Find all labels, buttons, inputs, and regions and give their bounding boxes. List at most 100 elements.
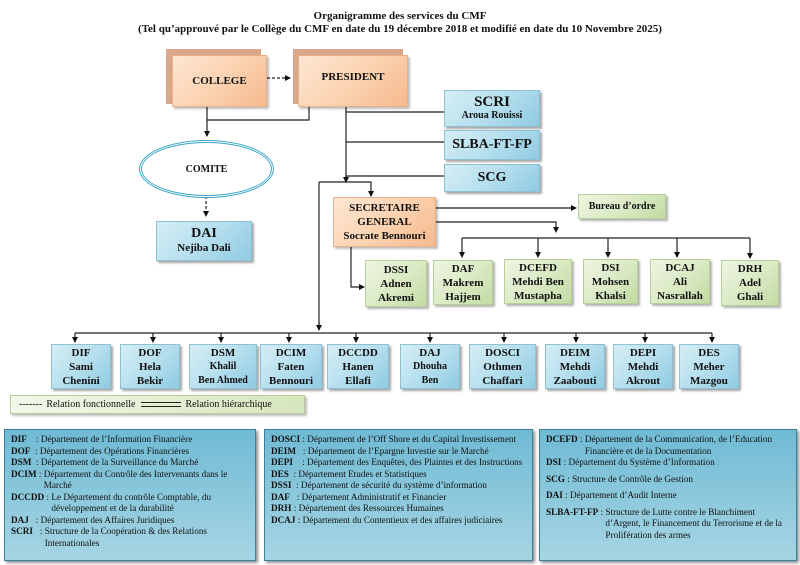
unit-name-1: Mehdi Ben — [512, 275, 564, 288]
dept-name-2: Chaffari — [482, 374, 523, 387]
abbr-value: Département Etudes et Statistiques — [298, 468, 427, 479]
department-dif[interactable]: DIF Sami Chenini — [51, 344, 111, 389]
abbr-value: Département de sécurité du système d’inf… — [300, 480, 487, 490]
abbr-value: Département des Opérations Financières — [39, 445, 190, 456]
department-dsm[interactable]: DSM Khalil Ben Ahmed — [189, 344, 257, 389]
department-dcim[interactable]: DCIM Faten Bennouri — [260, 344, 322, 389]
dept-name-2: Ben — [421, 374, 439, 386]
comite-label: COMITE — [185, 163, 228, 175]
dept-name-1: Dhouha — [413, 360, 447, 372]
dai-code: DAI — [191, 226, 217, 241]
abbreviations-box-1: DIF : Département de l’Information Finan… — [4, 429, 256, 561]
abbr-value: Département des Enquêtes, des Plaintes e… — [307, 457, 523, 467]
sg-unit-dssi[interactable]: DSSI Adnen Akremi — [365, 260, 427, 307]
functional-relation-label: Relation fonctionnelle — [46, 399, 136, 410]
unit-name-2: Nasrallah — [657, 289, 703, 302]
department-des[interactable]: DES Meher Mazgou — [679, 344, 739, 389]
department-dof[interactable]: DOF Hela Bekir — [120, 344, 180, 389]
dept-code: DAJ — [419, 346, 441, 359]
abbr-key: SCG — [546, 473, 565, 484]
sg-line1: SECRETAIRE — [349, 202, 420, 214]
unit-name-1: Ali — [672, 275, 688, 288]
abbr-key: DAJ — [11, 514, 29, 525]
abbr-key: DOF — [11, 445, 31, 456]
abbr-key: DCEFD — [546, 434, 578, 444]
unit-code: DSI — [601, 261, 620, 274]
chart-subtitle: (Tel qu’approuvé par le Collège du CMF e… — [138, 23, 662, 35]
sg-unit-dcaj[interactable]: DCAJ Ali Nasrallah — [650, 259, 710, 304]
abbr-value: Département de la Surveillance du Marché — [40, 457, 199, 467]
abbr-key: DAF — [271, 491, 290, 502]
department-dosci[interactable]: DOSCI Othmen Chaffari — [469, 344, 536, 389]
abbr-value: Département Administratif et Financier — [301, 491, 447, 502]
abbr-key: DCAJ — [271, 514, 296, 525]
president-box[interactable]: PRESIDENT — [298, 55, 408, 107]
relation-legend: ------- Relation fonctionnelle Relation … — [10, 395, 305, 414]
abbr-value: Département de l’Epargne Investie sur le… — [307, 445, 489, 456]
side-unit-scg[interactable]: SCG — [444, 164, 540, 192]
abbr-value: Département du Système d’Information — [568, 457, 715, 467]
dept-code: DIF — [71, 346, 91, 359]
abbr-value: Structure de Lutte contre le Blanchiment… — [605, 506, 782, 540]
dept-name-1: Mehdi — [559, 360, 591, 373]
side-unit-name: Aroua Rouissi — [461, 109, 523, 121]
abbr-key: DES — [271, 468, 289, 479]
dai-box[interactable]: DAI Nejiba Dali — [156, 221, 252, 261]
unit-name-2: Khalsi — [595, 289, 626, 302]
side-unit-code: SCRI — [474, 93, 510, 110]
department-dccdd[interactable]: DCCDD Hanen Ellafi — [327, 344, 389, 389]
sg-unit-daf[interactable]: DAF Makrem Hajjem — [433, 260, 493, 305]
dept-name-2: Mazgou — [690, 374, 728, 387]
abbr-value: Département du Contrôle des Intervenants… — [43, 468, 228, 491]
abbr-key: DSSI — [271, 480, 292, 490]
side-unit-scri[interactable]: SCRI Aroua Rouissi — [444, 90, 540, 127]
sg-unit-drh[interactable]: DRH Adel Ghali — [721, 260, 779, 306]
dept-code: DCCDD — [338, 346, 378, 359]
dept-name-1: Faten — [277, 360, 305, 373]
bureau-ordre-box[interactable]: Bureau d’ordre — [578, 194, 666, 219]
president-label: PRESIDENT — [321, 71, 385, 83]
dept-code: DOSCI — [485, 346, 520, 359]
abbr-value: Département d’Audit Interne — [570, 490, 677, 500]
abbr-key: DRH — [271, 503, 292, 513]
department-deim[interactable]: DEIM Mehdi Zaabouti — [545, 344, 605, 389]
dept-name-1: Khalil — [209, 360, 237, 372]
unit-name-1: Adel — [739, 277, 761, 289]
president-comite-link — [207, 106, 310, 121]
dept-name-1: Meher — [693, 360, 725, 373]
abbr-key: DEPI — [271, 457, 293, 467]
abbr-value: Le Département du contrôle Comptable, du… — [51, 491, 212, 514]
abbreviations-box-2: DOSCI : Département de l’Off Shore et du… — [264, 429, 533, 561]
abbr-key: DCIM — [11, 468, 37, 479]
comite-ellipse[interactable]: COMITE — [139, 140, 274, 198]
secretaire-general-box[interactable]: SECRETAIRE GENERAL Socrate Bennouri — [333, 197, 436, 247]
hierarchical-relation-label: Relation hiérarchique — [185, 399, 272, 410]
sg-unit-dcefd[interactable]: DCEFD Mehdi Ben Mustapha — [504, 259, 572, 304]
sg-dssi-link — [350, 237, 365, 290]
dept-name-1: Mehdi — [627, 360, 659, 373]
dept-name-1: Hela — [139, 360, 161, 373]
department-daj[interactable]: DAJ Dhouha Ben — [400, 344, 460, 389]
hierarchical-line-marker — [141, 402, 182, 407]
sg-line2: GENERAL — [357, 216, 412, 228]
abbr-key: DIF — [11, 434, 27, 444]
abbr-value: Département des Affaires Juridiques — [40, 514, 175, 525]
dept-code: DSM — [210, 346, 236, 359]
unit-name-1: Adnen — [380, 277, 412, 290]
abbr-key: DSM — [11, 457, 32, 467]
unit-name-1: Makrem — [442, 276, 484, 289]
side-unit-code: SCG — [477, 170, 507, 185]
side-unit-slba[interactable]: SLBA-FT-FP — [444, 130, 540, 160]
college-box[interactable]: COLLEGE — [172, 55, 267, 107]
abbr-value: Département du Contentieux et des affair… — [302, 514, 503, 525]
dept-name-2: Zaabouti — [553, 374, 597, 387]
college-label: COLLEGE — [192, 75, 247, 87]
abbr-key: DOSCI — [271, 434, 301, 444]
abbr-key: SCRI — [11, 526, 33, 536]
abbr-value: Département de la Communication, de l’Ed… — [584, 434, 773, 456]
sg-unit-dsi[interactable]: DSI Mohsen Khalsi — [583, 259, 638, 304]
department-depi[interactable]: DEPI Mehdi Akrout — [613, 344, 673, 389]
dept-code: DEPI — [629, 346, 657, 359]
bureau-label: Bureau d’ordre — [588, 200, 656, 212]
